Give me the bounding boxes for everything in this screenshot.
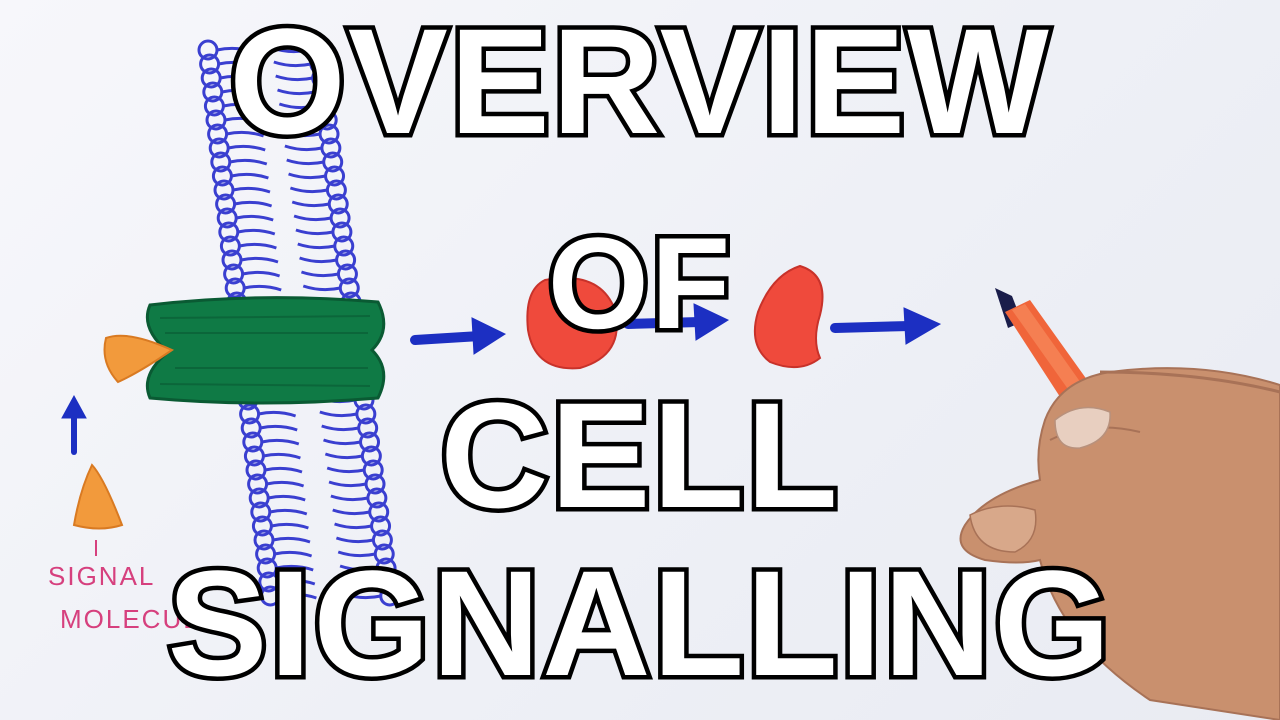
title-line-overview: OVERVIEW [0,6,1280,156]
title-line-cell: CELL [0,380,1280,530]
lipid-tail [290,188,327,192]
lipid-tail [235,202,272,206]
lipid-tail [292,202,329,206]
title-line-of: OF [0,218,1280,348]
lipid-tail [289,174,326,178]
lipid-tail [231,174,268,178]
lipid-tail [233,188,270,192]
title-line-signalling: SIGNALLING [0,548,1280,698]
